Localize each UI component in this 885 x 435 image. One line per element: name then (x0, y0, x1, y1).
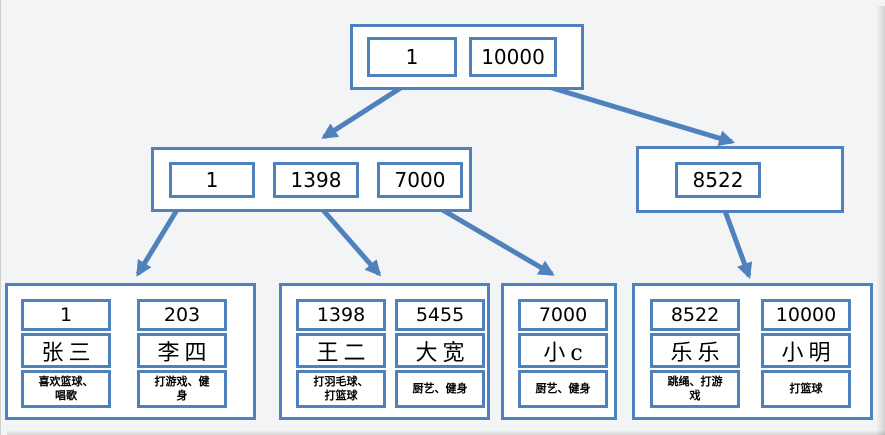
root-key-box-1: 1 (367, 37, 457, 77)
record: 8522 乐乐 跳绳、打游戏 (650, 299, 740, 408)
record: 5455 大宽 厨艺、健身 (395, 299, 485, 408)
record-name-cell: 张三 (21, 333, 111, 368)
record-id-cell: 1 (21, 299, 111, 331)
record-hobby-cell: 打游戏、健身 (137, 370, 227, 408)
record: 203 李四 打游戏、健身 (137, 299, 227, 408)
window-shadow-bottom (7, 430, 885, 435)
arrow-key1398-to-leaf2 (314, 200, 382, 277)
record-id-cell: 8522 (650, 299, 740, 331)
internal-left-key-box-1398: 1398 (273, 161, 359, 198)
leaf-node-1: 1 张三 喜欢篮球、唱歌 203 李四 打游戏、健身 (5, 283, 256, 420)
record-name-cell: 李四 (137, 333, 227, 368)
arrow-key7000-to-leaf3 (427, 199, 555, 277)
record-name-cell: 王二 (296, 333, 386, 368)
record-id-cell: 7000 (518, 299, 608, 331)
record: 1 张三 喜欢篮球、唱歌 (21, 299, 111, 408)
record: 7000 小c 厨艺、健身 (518, 299, 608, 408)
record-id-cell: 203 (137, 299, 227, 331)
record-id-cell: 10000 (761, 299, 851, 331)
window-shadow-right (876, 6, 885, 435)
record-hobby-cell: 打羽毛球、打篮球 (296, 370, 386, 408)
record-name-cell: 乐乐 (650, 333, 740, 368)
record-id-cell: 1398 (296, 299, 386, 331)
record-id-cell: 5455 (395, 299, 485, 331)
internal-node-left: 1 1398 7000 (151, 147, 472, 212)
root-key-box-10000: 10000 (469, 37, 557, 77)
record: 1398 王二 打羽毛球、打篮球 (296, 299, 386, 408)
record-name-cell: 小c (518, 333, 608, 368)
record-hobby-cell: 厨艺、健身 (395, 370, 485, 408)
record-hobby-cell: 打篮球 (761, 370, 851, 408)
record: 10000 小明 打篮球 (761, 299, 851, 408)
internal-right-key-box-8522: 8522 (675, 161, 761, 198)
leaf-node-2: 1398 王二 打羽毛球、打篮球 5455 大宽 厨艺、健身 (279, 283, 490, 420)
internal-node-right: 8522 (636, 146, 844, 213)
root-node: 1 10000 (350, 24, 584, 90)
record-hobby-cell: 跳绳、打游戏 (650, 370, 740, 408)
internal-left-key-box-1: 1 (169, 161, 255, 198)
record-name-cell: 大宽 (395, 333, 485, 368)
internal-left-key-box-7000: 7000 (377, 161, 463, 198)
leaf-node-3: 7000 小c 厨艺、健身 (501, 283, 617, 420)
record-hobby-cell: 厨艺、健身 (518, 370, 608, 408)
record-name-cell: 小明 (761, 333, 851, 368)
record-hobby-cell: 喜欢篮球、唱歌 (21, 370, 111, 408)
leaf-node-4: 8522 乐乐 跳绳、打游戏 10000 小明 打篮球 (632, 283, 873, 420)
